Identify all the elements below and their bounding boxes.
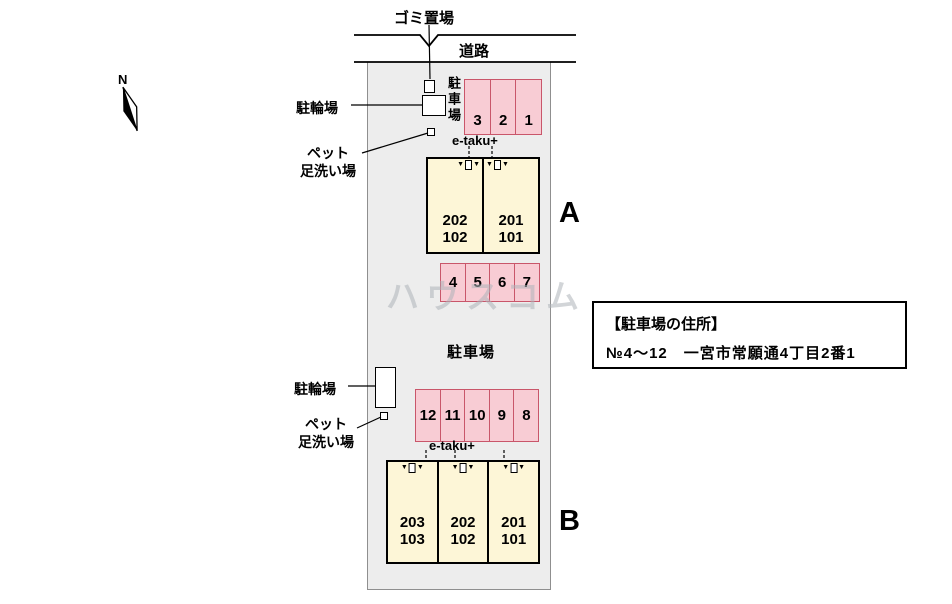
parking-row-top: 3 2 1 [464, 79, 543, 135]
unit-number: 101 [498, 229, 524, 246]
garbage-area-label: ゴミ置場 [394, 10, 455, 27]
compass-needle-icon [122, 86, 138, 132]
unit-numbers: 201 101 [489, 514, 538, 548]
building-unit: ▼ ▼ 202 102 [436, 462, 488, 562]
door-marker-icon: ▼ [486, 161, 493, 168]
entrance-door-icon: ▼ ▼ [451, 463, 475, 473]
parking-row-bottom: 12 11 10 9 8 [415, 389, 540, 442]
pet-wash-label-top: ペット 足洗い場 [288, 144, 368, 180]
unit-numbers: 201 101 [484, 212, 538, 246]
entrance-door-icon: ▼ ▼ [457, 160, 480, 170]
parking-space: 10 [464, 389, 491, 442]
parking-space: 6 [489, 263, 516, 302]
door-marker-icon: ▼ [467, 464, 475, 471]
parking-space: 1 [515, 79, 543, 135]
entrance-label-building-b: e-taku+ [429, 438, 475, 453]
unit-number: 101 [501, 531, 527, 548]
parking-space: 3 [464, 79, 491, 135]
bicycle-parking-label-bottom: 駐輪場 [294, 381, 336, 397]
parking-space: 7 [513, 263, 540, 302]
pet-wash-label-top-line2: 足洗い場 [300, 163, 356, 179]
building-a: ▼ ▼ 202 102 ▼ ▼ 201 101 [426, 157, 540, 254]
entrance-door-icon: ▼ ▼ [401, 463, 424, 473]
building-unit: ▼ ▼ 202 102 [428, 159, 482, 252]
door-marker-icon: ▼ [518, 464, 526, 471]
address-box: 【駐車場の住所】 №4～12 一宮市常願通4丁目2番1 [592, 301, 907, 369]
parking-space: 8 [513, 389, 540, 442]
pet-wash-label-bottom-line1: ペット [305, 416, 347, 432]
unit-numbers: 203 103 [388, 514, 437, 548]
parking-space: 5 [464, 263, 491, 302]
door-marker-icon: ▼ [416, 464, 424, 471]
small-parking-vertical-label: 駐車場 [446, 76, 461, 124]
road-label: 道路 [459, 43, 490, 60]
building-unit: ▼ ▼ 203 103 [388, 462, 437, 562]
unit-number: 103 [399, 531, 425, 548]
address-box-title: 【駐車場の住所】 [606, 316, 727, 333]
unit-number: 201 [498, 212, 524, 229]
unit-number: 203 [399, 514, 425, 531]
compass-north-label: N [118, 72, 128, 87]
door-marker-icon: ▼ [473, 161, 480, 168]
door-marker-icon: ▼ [451, 464, 459, 471]
meter-box-icon [408, 463, 416, 473]
bicycle-parking-marker-top [422, 95, 446, 116]
building-unit: ▼ ▼ 201 101 [482, 159, 538, 252]
parking-space: 2 [489, 79, 517, 135]
garbage-area-marker [424, 80, 435, 93]
unit-number: 201 [501, 514, 527, 531]
meter-box-icon [493, 160, 501, 170]
address-box-address: №4～12 一宮市常願通4丁目2番1 [606, 345, 856, 362]
parking-space: 12 [415, 389, 441, 442]
building-b-label: B [559, 505, 580, 537]
door-marker-icon: ▼ [457, 161, 465, 168]
meter-box-icon [510, 463, 518, 473]
meter-box-icon [459, 463, 467, 473]
parking-space: 11 [439, 389, 466, 442]
parking-row-middle: 4 5 6 7 [440, 263, 540, 302]
unit-number: 102 [450, 531, 476, 548]
pet-wash-marker-top [427, 128, 435, 136]
building-unit: ▼ ▼ 201 101 [487, 462, 538, 562]
parking-space: 4 [440, 263, 466, 302]
entrance-label-building-a: e-taku+ [452, 133, 498, 148]
parking-space: 9 [488, 389, 515, 442]
bicycle-parking-label-top: 駐輪場 [296, 100, 338, 116]
compass: N [108, 72, 156, 136]
door-marker-icon: ▼ [400, 464, 408, 471]
bicycle-parking-marker-bottom [375, 367, 396, 408]
unit-numbers: 202 102 [439, 514, 488, 548]
unit-numbers: 202 102 [428, 212, 482, 246]
building-b: ▼ ▼ 203 103 ▼ ▼ 202 102 ▼ [386, 460, 540, 564]
pet-wash-label-bottom: ペット 足洗い場 [286, 415, 366, 451]
pet-wash-label-bottom-line2: 足洗い場 [298, 434, 354, 450]
door-marker-icon: ▼ [502, 464, 510, 471]
unit-number: 102 [442, 229, 468, 246]
meter-box-icon [465, 160, 473, 170]
pet-wash-marker-bottom [380, 412, 388, 420]
main-parking-label: 駐車場 [447, 344, 496, 361]
entrance-door-icon: ▼ ▼ [502, 463, 525, 473]
entrance-door-icon: ▼ ▼ [486, 160, 509, 170]
pet-wash-label-top-line1: ペット [307, 145, 349, 161]
unit-number: 202 [442, 212, 468, 229]
building-a-label: A [559, 197, 580, 229]
unit-number: 202 [450, 514, 476, 531]
door-marker-icon: ▼ [501, 161, 509, 168]
